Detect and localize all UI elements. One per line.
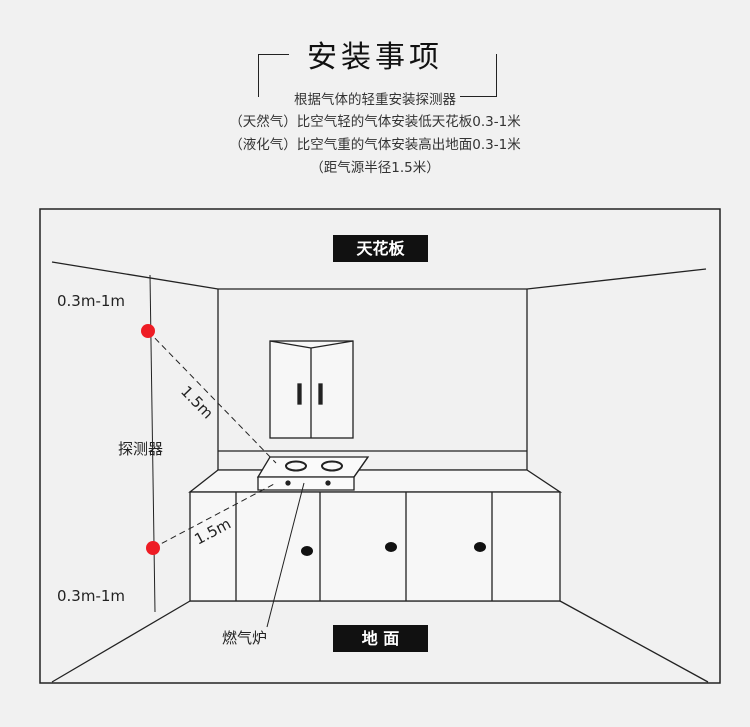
note-radius: （距气源半径1.5米） [310, 160, 440, 176]
diagram-frame [39, 208, 721, 684]
ceiling-label: 天花板 [356, 239, 405, 258]
detector-bottom [146, 541, 160, 555]
detector-label: 探测器 [118, 440, 163, 458]
detector-top [141, 324, 155, 338]
stove-label: 燃气炉 [222, 629, 267, 647]
note-lpg: （液化气）比空气重的气体安装高出地面0.3-1米 [229, 137, 521, 153]
countertop [188, 469, 563, 493]
wall-cabinet [269, 340, 354, 439]
bottom-offset-label: 0.3m-1m [57, 587, 125, 605]
base-cabinets [189, 491, 561, 602]
header-bracket-left [258, 54, 289, 97]
top-offset-label: 0.3m-1m [57, 292, 125, 310]
header-bracket-right [460, 54, 497, 97]
cabinet-knobs [301, 542, 486, 556]
subtitle: 根据气体的轻重安装探测器 [294, 92, 456, 108]
stove-leader [266, 482, 305, 628]
floor-label-box [333, 625, 428, 652]
radius-label-top: 1.5m [177, 382, 217, 422]
note-natural-gas: （天然气）比空气轻的气体安装低天花板0.3-1米 [229, 114, 521, 130]
radius-lines [147, 330, 277, 549]
gas-stove [256, 456, 370, 491]
floor-label: 地 面 [362, 629, 400, 648]
page-title: 安装事项 [307, 40, 443, 75]
ceiling-label-box [333, 235, 428, 262]
